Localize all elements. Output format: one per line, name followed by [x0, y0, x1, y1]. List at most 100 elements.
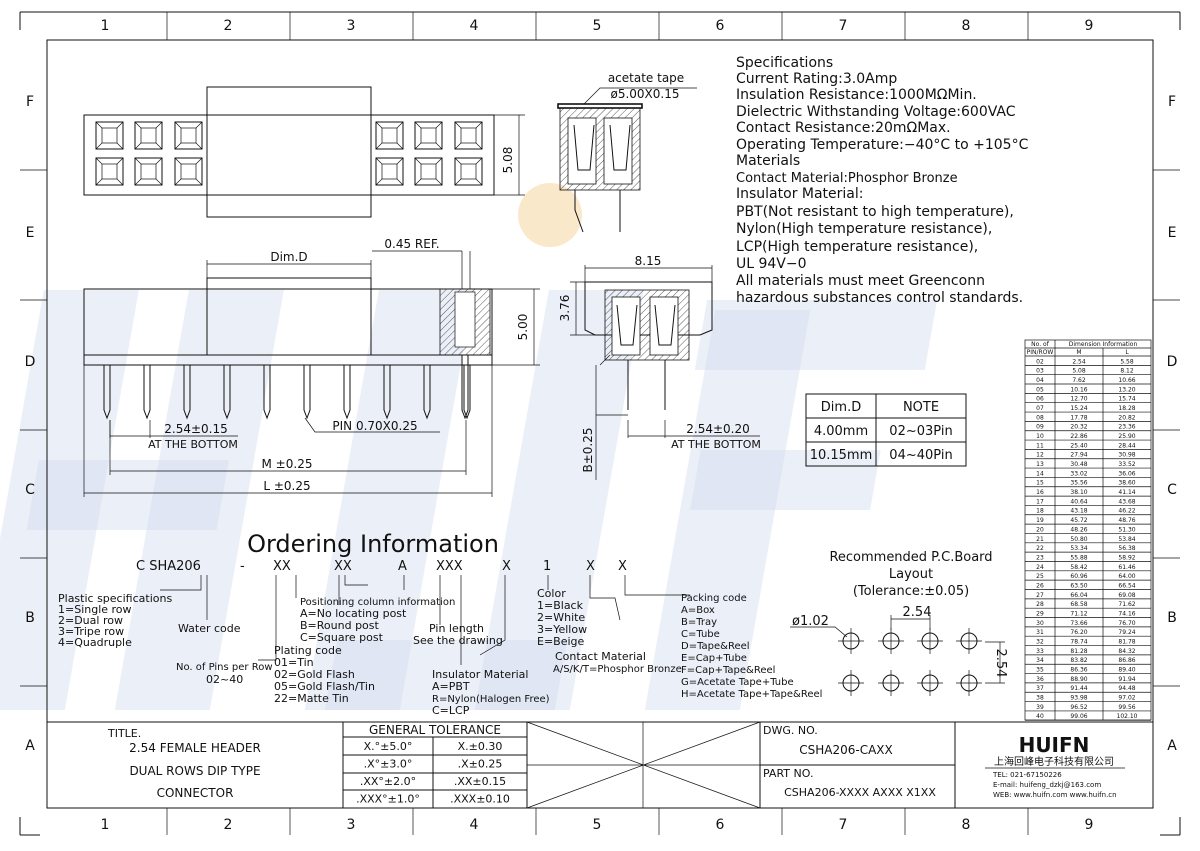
row-label: E [1168, 225, 1177, 241]
tolerance-angle: .XXX°±1.0° [356, 793, 420, 806]
table-cell: 88.90 [1070, 676, 1087, 683]
plating-item: 02=Gold Flash [274, 668, 355, 681]
water-code-label: Water code [178, 622, 241, 635]
company-logo: HUIFN [1019, 733, 1090, 757]
table-cell: 37 [1036, 685, 1044, 692]
table-cell: 86.86 [1118, 657, 1135, 664]
note-cell: 04~40Pin [889, 448, 952, 463]
table-cell: 30.98 [1118, 452, 1135, 459]
row-label: F [26, 94, 34, 110]
ordering-title: Ordering Information [247, 530, 499, 558]
watermark-logo [0, 183, 938, 710]
contact-cell [414, 121, 443, 150]
code-part: 1 [543, 559, 551, 574]
table-cell: 28.44 [1118, 442, 1135, 449]
spec-line: Current Rating:3.0Amp [736, 71, 897, 87]
plastic-spec-item: 4=Quadruple [58, 636, 132, 649]
spec-line: LCP(High temperature resistance), [736, 239, 978, 255]
table-cell: 58.92 [1118, 554, 1135, 561]
spec-line: All materials must meet Greenconn [736, 273, 985, 289]
table-cell: 96.52 [1070, 704, 1087, 711]
contact-cell-inner [460, 163, 477, 180]
company-tel: TEL: 021-67150226 [992, 771, 1062, 779]
table-cell: 16 [1036, 489, 1044, 496]
code-part: - [240, 559, 245, 574]
col-label: 3 [347, 817, 356, 833]
tolerance-header: GENERAL TOLERANCE [369, 723, 501, 737]
dwg-label: DWG. NO. [763, 724, 818, 737]
contact-cell [95, 157, 124, 186]
dim-d-table: Dim.D NOTE 4.00mm 02~03Pin 10.15mm 04~40… [805, 393, 967, 467]
row-label: B [25, 610, 35, 626]
table-cell: 35 [1036, 667, 1044, 674]
pin [263, 365, 271, 420]
note-header: NOTE [903, 400, 939, 415]
contact-cell-corner [414, 121, 443, 150]
dim-at-bottom-2: AT THE BOTTOM [671, 438, 761, 451]
spec-line: Contact Material:Phosphor Bronze [736, 171, 958, 186]
col-label: 4 [470, 18, 479, 34]
table-cell: 45.72 [1070, 517, 1087, 524]
table-cell: 51.30 [1118, 526, 1135, 533]
code-part: X [586, 559, 595, 574]
col-label: 1 [101, 817, 110, 833]
dim-pitch-bottom-2: 2.54±0.20 [686, 422, 750, 436]
contact-item: A/S/K/T=Phosphor Bronze [553, 664, 682, 675]
row-label: A [1167, 738, 1177, 754]
table-cell: 83.82 [1070, 657, 1087, 664]
spec-line: Specifications [736, 55, 833, 71]
table-cell: 15.74 [1118, 396, 1135, 403]
insulator-title: Insulator Material [432, 668, 528, 681]
table-cell: 53.84 [1118, 536, 1135, 543]
contact-cell-inner [140, 163, 157, 180]
code-part: XX [334, 559, 352, 574]
table-cell: 30.48 [1070, 461, 1087, 468]
contact-cell-inner [180, 163, 197, 180]
packing-item: E=Cap+Tube [681, 653, 747, 664]
spec-line: Insulation Resistance:1000MΩMin. [736, 87, 977, 103]
table-cell: 13.20 [1118, 386, 1135, 393]
table-cell: 61.46 [1118, 564, 1135, 571]
positioning-item: B=Round post [300, 619, 380, 632]
table-cell: 22.86 [1070, 433, 1087, 440]
grid-labels: 1 2 3 4 5 6 7 8 9 1 2 3 4 5 6 7 8 9 F E … [25, 18, 1178, 833]
table-cell: 28 [1036, 601, 1044, 608]
packing-item: D=Tape&Reel [681, 641, 750, 652]
table-cell: 39 [1036, 704, 1044, 711]
table-cell: 58.42 [1070, 564, 1087, 571]
code-part: X [618, 559, 627, 574]
contact-cell-inner [101, 127, 118, 144]
table-cell: 43.68 [1118, 498, 1135, 505]
spec-line: Contact Resistance:20mΩMax. [736, 120, 951, 136]
table-cell: 76.70 [1118, 620, 1135, 627]
contact-cell [375, 121, 404, 150]
dim-d-header: Dim.D [821, 400, 861, 415]
table-cell: 25 [1036, 573, 1044, 580]
plating-item: 22=Matte Tin [274, 692, 349, 705]
table-cell: 36.06 [1118, 470, 1135, 477]
table-cell: 17 [1036, 498, 1044, 505]
row-label: A [25, 738, 35, 754]
color-item: 2=White [537, 611, 585, 624]
insulator-item: A=PBT [432, 680, 470, 693]
dim-pitch-bottom: 2.54±0.15 [164, 422, 228, 436]
pcb-hole-center [956, 628, 982, 654]
contact-cell [174, 157, 203, 186]
col-label: 2 [224, 817, 233, 833]
col-label: 9 [1085, 18, 1094, 34]
table-cell: 10 [1036, 433, 1044, 440]
color-title: Color [537, 587, 566, 600]
table-cell: 22 [1036, 545, 1044, 552]
plastic-spec-item: 1=Single row [58, 603, 132, 616]
pcb-hole-center [878, 628, 904, 654]
table-cell: 48.76 [1118, 517, 1135, 524]
pins-per-row-range: 02~40 [206, 673, 243, 686]
table-cell: 02 [1036, 358, 1044, 365]
table-cell: 08 [1036, 414, 1044, 421]
pin [223, 365, 231, 420]
col-label: 8 [962, 18, 971, 34]
table-cell: 27 [1036, 592, 1044, 599]
table-cell: 09 [1036, 424, 1044, 431]
table-cell: 04 [1036, 377, 1044, 384]
